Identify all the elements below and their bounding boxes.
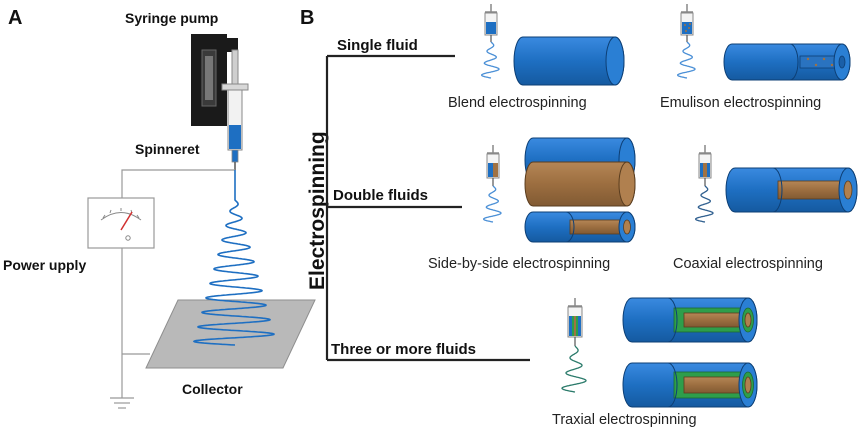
coaxial-syringe xyxy=(698,145,712,186)
branch-single-fluid: Single fluid xyxy=(337,37,418,54)
panel-b: B Electrospinning Single fluid Double fl… xyxy=(300,4,858,428)
voltmeter-needle xyxy=(120,211,133,231)
branch-three-or-more-fluids: Three or more fluids xyxy=(331,341,476,358)
syringe-tip xyxy=(231,149,239,163)
side-by-side-fiber xyxy=(524,137,636,207)
syringe-solution xyxy=(229,125,241,149)
coaxial-jet xyxy=(695,185,714,223)
spinneret-label: Spinneret xyxy=(135,141,200,157)
panel-a-letter: A xyxy=(8,7,22,29)
branch-double-fluids: Double fluids xyxy=(333,187,428,204)
blend-fiber xyxy=(513,36,625,86)
panel-b-letter: B xyxy=(300,7,314,29)
voltmeter xyxy=(87,197,155,249)
syringe-plunger-rod xyxy=(231,49,239,87)
triaxial-syringe xyxy=(567,298,583,346)
circuit-wires xyxy=(110,169,235,409)
side-by-side-syringe xyxy=(486,145,500,186)
triaxial-label: Traxial electrospinning xyxy=(552,412,697,428)
emulsion-syringe xyxy=(680,4,694,42)
emulsion-fiber xyxy=(723,43,851,81)
coaxial-fiber xyxy=(725,167,858,213)
panel-a: A Syringe pump Spinneret xyxy=(3,7,316,409)
syringe xyxy=(221,49,249,170)
classification-tree xyxy=(325,54,530,362)
triaxial-jet xyxy=(561,345,587,393)
pump-display-digits xyxy=(205,56,213,100)
power-supply-label: Power upply xyxy=(3,257,86,273)
side-by-side-jet xyxy=(483,185,502,223)
coaxial-label: Coaxial electrospinning xyxy=(673,256,823,272)
collector-plate xyxy=(145,299,316,369)
pump-clamp xyxy=(222,38,238,52)
collector-label: Collector xyxy=(182,381,243,397)
syringe-flange xyxy=(221,83,249,91)
blend-jet xyxy=(481,41,500,79)
side-by-side-cross-fiber xyxy=(524,211,636,243)
blend-label: Blend electrospinning xyxy=(448,95,587,111)
syringe-pump-label: Syringe pump xyxy=(125,10,218,26)
whipping-jet xyxy=(192,170,275,346)
emulsion-label: Emulison electrospinning xyxy=(660,95,821,111)
triaxial-fiber-bottom xyxy=(622,362,758,408)
blend-syringe xyxy=(484,4,498,42)
syringe-pump xyxy=(191,34,238,126)
emulsion-jet xyxy=(677,41,696,79)
side-by-side-label: Side-by-side electrospinning xyxy=(428,256,610,272)
electrospinning-root-label: Electrospinning xyxy=(306,131,329,290)
triaxial-fiber-top xyxy=(622,297,758,343)
